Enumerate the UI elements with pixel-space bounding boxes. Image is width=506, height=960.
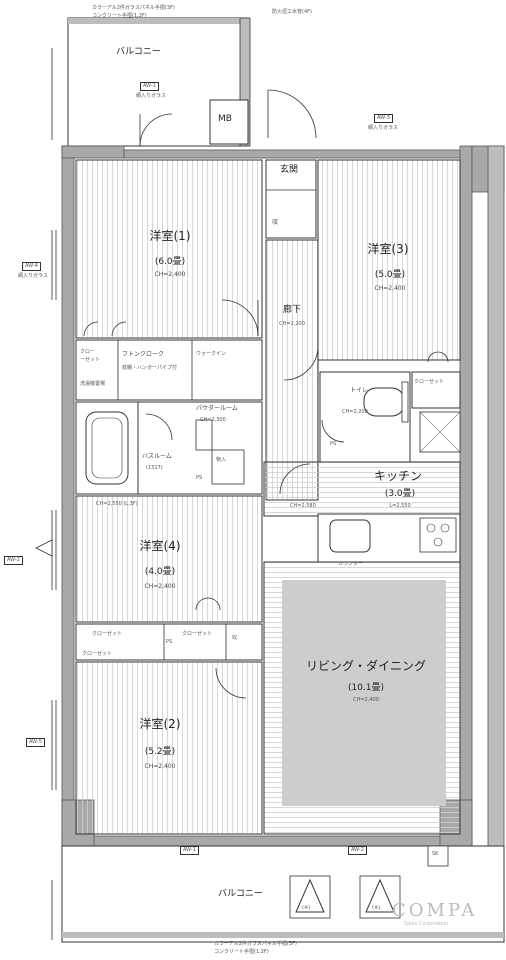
sk-label: SK (432, 851, 439, 857)
outer-walls (61, 145, 505, 847)
window-tag-north: AW-1 (140, 82, 159, 91)
walkin-label: ウォークイン (196, 351, 227, 357)
kitchen (263, 461, 461, 517)
kitchen-ch-note: CH=2,580 (290, 503, 316, 509)
ps-label-1: PS (196, 475, 203, 481)
window-tag-aw5: AW-5 (26, 738, 45, 747)
room-western-1 (75, 159, 263, 339)
window-tag-aw3: AW-3 (374, 114, 393, 123)
room1-name: 洋室(1) (149, 229, 191, 243)
toilet-room (319, 371, 411, 463)
powder-ch: CH=2,300 (200, 417, 226, 423)
room3-ch: CH=2,400 (374, 285, 406, 292)
closet-row (75, 339, 263, 401)
bath-label: バスルーム (142, 453, 172, 460)
living-floor-shade (282, 580, 446, 806)
north-note-3: 防火垣工水管(4F) (272, 9, 312, 15)
window-tag-aw2: AW-2 (4, 556, 23, 565)
utility-label: 洗濯機置場 (80, 381, 106, 387)
mb-label: MB (218, 114, 232, 124)
room3-name: 洋室(3) (367, 242, 409, 256)
room1-size: (6.0畳) (154, 257, 186, 267)
room4-name: 洋室(4) (139, 539, 181, 553)
ac-mark-right: (※) (372, 905, 381, 911)
kitchen-name: キッチン (373, 469, 423, 483)
south-balcony-label: バルコニー (218, 889, 263, 899)
living-ch: CH=2,400 (353, 697, 379, 703)
hallway (265, 239, 319, 501)
counter-label: カウンター (338, 561, 364, 567)
room-western-4 (75, 495, 263, 623)
room1-ch: CH=2,400 (154, 271, 186, 278)
window-markers (35, 48, 57, 940)
south-note-1: カラーアル2件ガラスパネル手摺(3F) (214, 941, 297, 947)
room2-name: 洋室(2) (139, 717, 181, 731)
room4-ch: CH=2,400 (144, 583, 176, 590)
window-tag-south-l: AW-1 (180, 846, 199, 855)
entrance-area (265, 159, 317, 239)
north-balcony (67, 17, 251, 147)
south-note-2: コンクリート手摺(1,2F) (214, 949, 269, 955)
toilet-ch: CH=2,200 (342, 409, 368, 415)
room2-ch: CH=2,400 (144, 763, 176, 770)
meter-box (209, 99, 249, 145)
bath-size: (1317) (146, 465, 163, 471)
door-swings (83, 89, 449, 699)
window-desc-north: 網入りガラス (136, 93, 166, 99)
ps-label-3: PS (330, 441, 337, 447)
south-balcony (61, 845, 505, 943)
window-desc-aw4: 網入りガラス (18, 273, 48, 279)
room-western-2 (75, 661, 263, 835)
room4-size: (4.0畳) (144, 567, 176, 577)
toilet-label: トイレ (350, 387, 369, 394)
window-tag-aw4: AW-4 (22, 262, 41, 271)
north-note-1: カラーアル2件ガラスパネル手摺(3F) (92, 5, 175, 11)
closet-label-1: クロー (80, 349, 96, 355)
entrance-storage-label: 収 (272, 219, 279, 226)
closet-label-1b: ーゼット (80, 357, 101, 363)
ac-mark-left: (※) (302, 905, 311, 911)
window-tag-south-r: AW-2 (348, 846, 367, 855)
north-note-2: コンクリート手摺(1,2F) (92, 13, 147, 19)
room4-ch-note: CH=2,550 (L,3F) (96, 501, 138, 507)
entrance-label: 玄関 (280, 165, 299, 175)
kitchen-ch: L=2,550 (389, 503, 411, 509)
living-size: (10.1畳) (347, 683, 385, 693)
room-western-3 (317, 159, 461, 361)
hall-ch: CH=2,200 (279, 321, 305, 327)
room3-size: (5.0畳) (374, 270, 406, 280)
futon-closet-label: フトンクローク (122, 351, 165, 358)
north-balcony-label: バルコニー (116, 47, 161, 57)
powder-label: パウダールーム (196, 405, 238, 412)
closet-label-5: クローゼット (414, 379, 445, 385)
ps-label-2: PS (166, 639, 173, 645)
closet-label-2: クローゼット (92, 631, 123, 637)
room2-size: (5.2畳) (144, 747, 176, 757)
hall-label: 廊下 (282, 305, 302, 315)
closet-strip (75, 623, 263, 661)
window-desc-aw3: 網入りガラス (368, 125, 398, 131)
watermark-logo: COMPA (392, 900, 478, 921)
watermark-sub: Sales Corporation (404, 921, 449, 927)
closet-label-3: クローゼット (82, 651, 113, 657)
storage-label-2: 収 (232, 635, 238, 641)
living-name: リビング・ダイニング (305, 659, 427, 673)
closet-label-4: クローゼット (182, 631, 213, 637)
kitchen-size: (3.0畳) (384, 489, 416, 499)
wash-label: 物入 (216, 457, 227, 463)
futon-closet-sub: 枕棚・ハンガーパイプ付 (122, 365, 177, 371)
